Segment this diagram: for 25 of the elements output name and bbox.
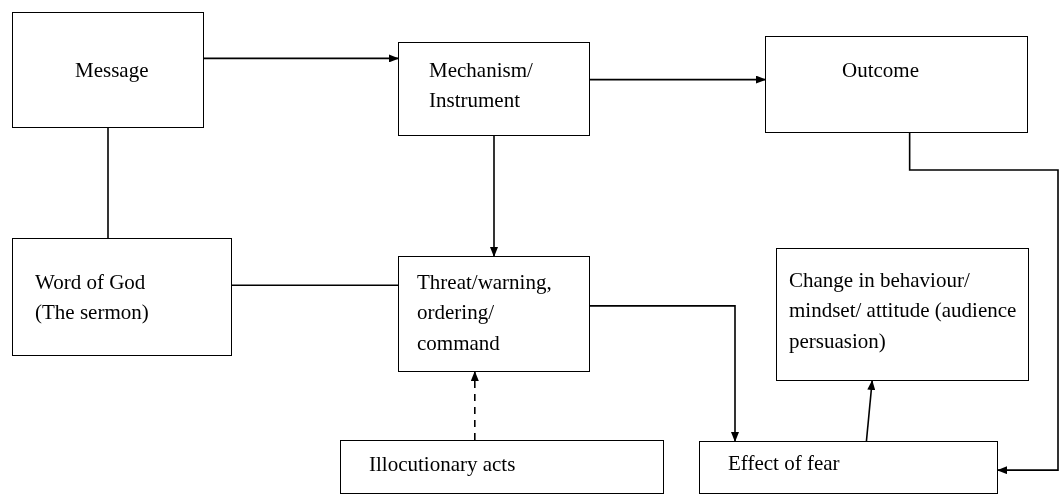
box-label: Outcome [842,57,920,84]
box-label: Illocutionary acts [369,451,517,478]
process-box [340,440,664,494]
box-label: Word of God (The sermon) [35,269,150,327]
box-label: Threat/warning, ordering/ command [417,269,553,357]
process-box [398,256,590,372]
box-label: Mechanism/ Instrument [429,57,534,115]
arrow [490,135,498,257]
process-box [699,441,998,494]
box-label: Effect of fear [728,450,841,477]
arrow [470,371,479,441]
arrow [589,75,766,84]
box-label: Change in behaviour/ mindset/ attitude (audience persuasion) [789,267,1018,355]
arrow [908,132,1059,475]
arrow [203,54,399,63]
box-label: Message [75,57,150,84]
process-box [398,42,590,136]
process-box [12,238,232,356]
connector-line [107,127,109,239]
process-box [765,36,1028,133]
arrow [865,380,876,442]
connector-line [231,284,399,286]
arrow [589,305,739,442]
process-box [12,12,204,128]
process-box [776,248,1029,381]
